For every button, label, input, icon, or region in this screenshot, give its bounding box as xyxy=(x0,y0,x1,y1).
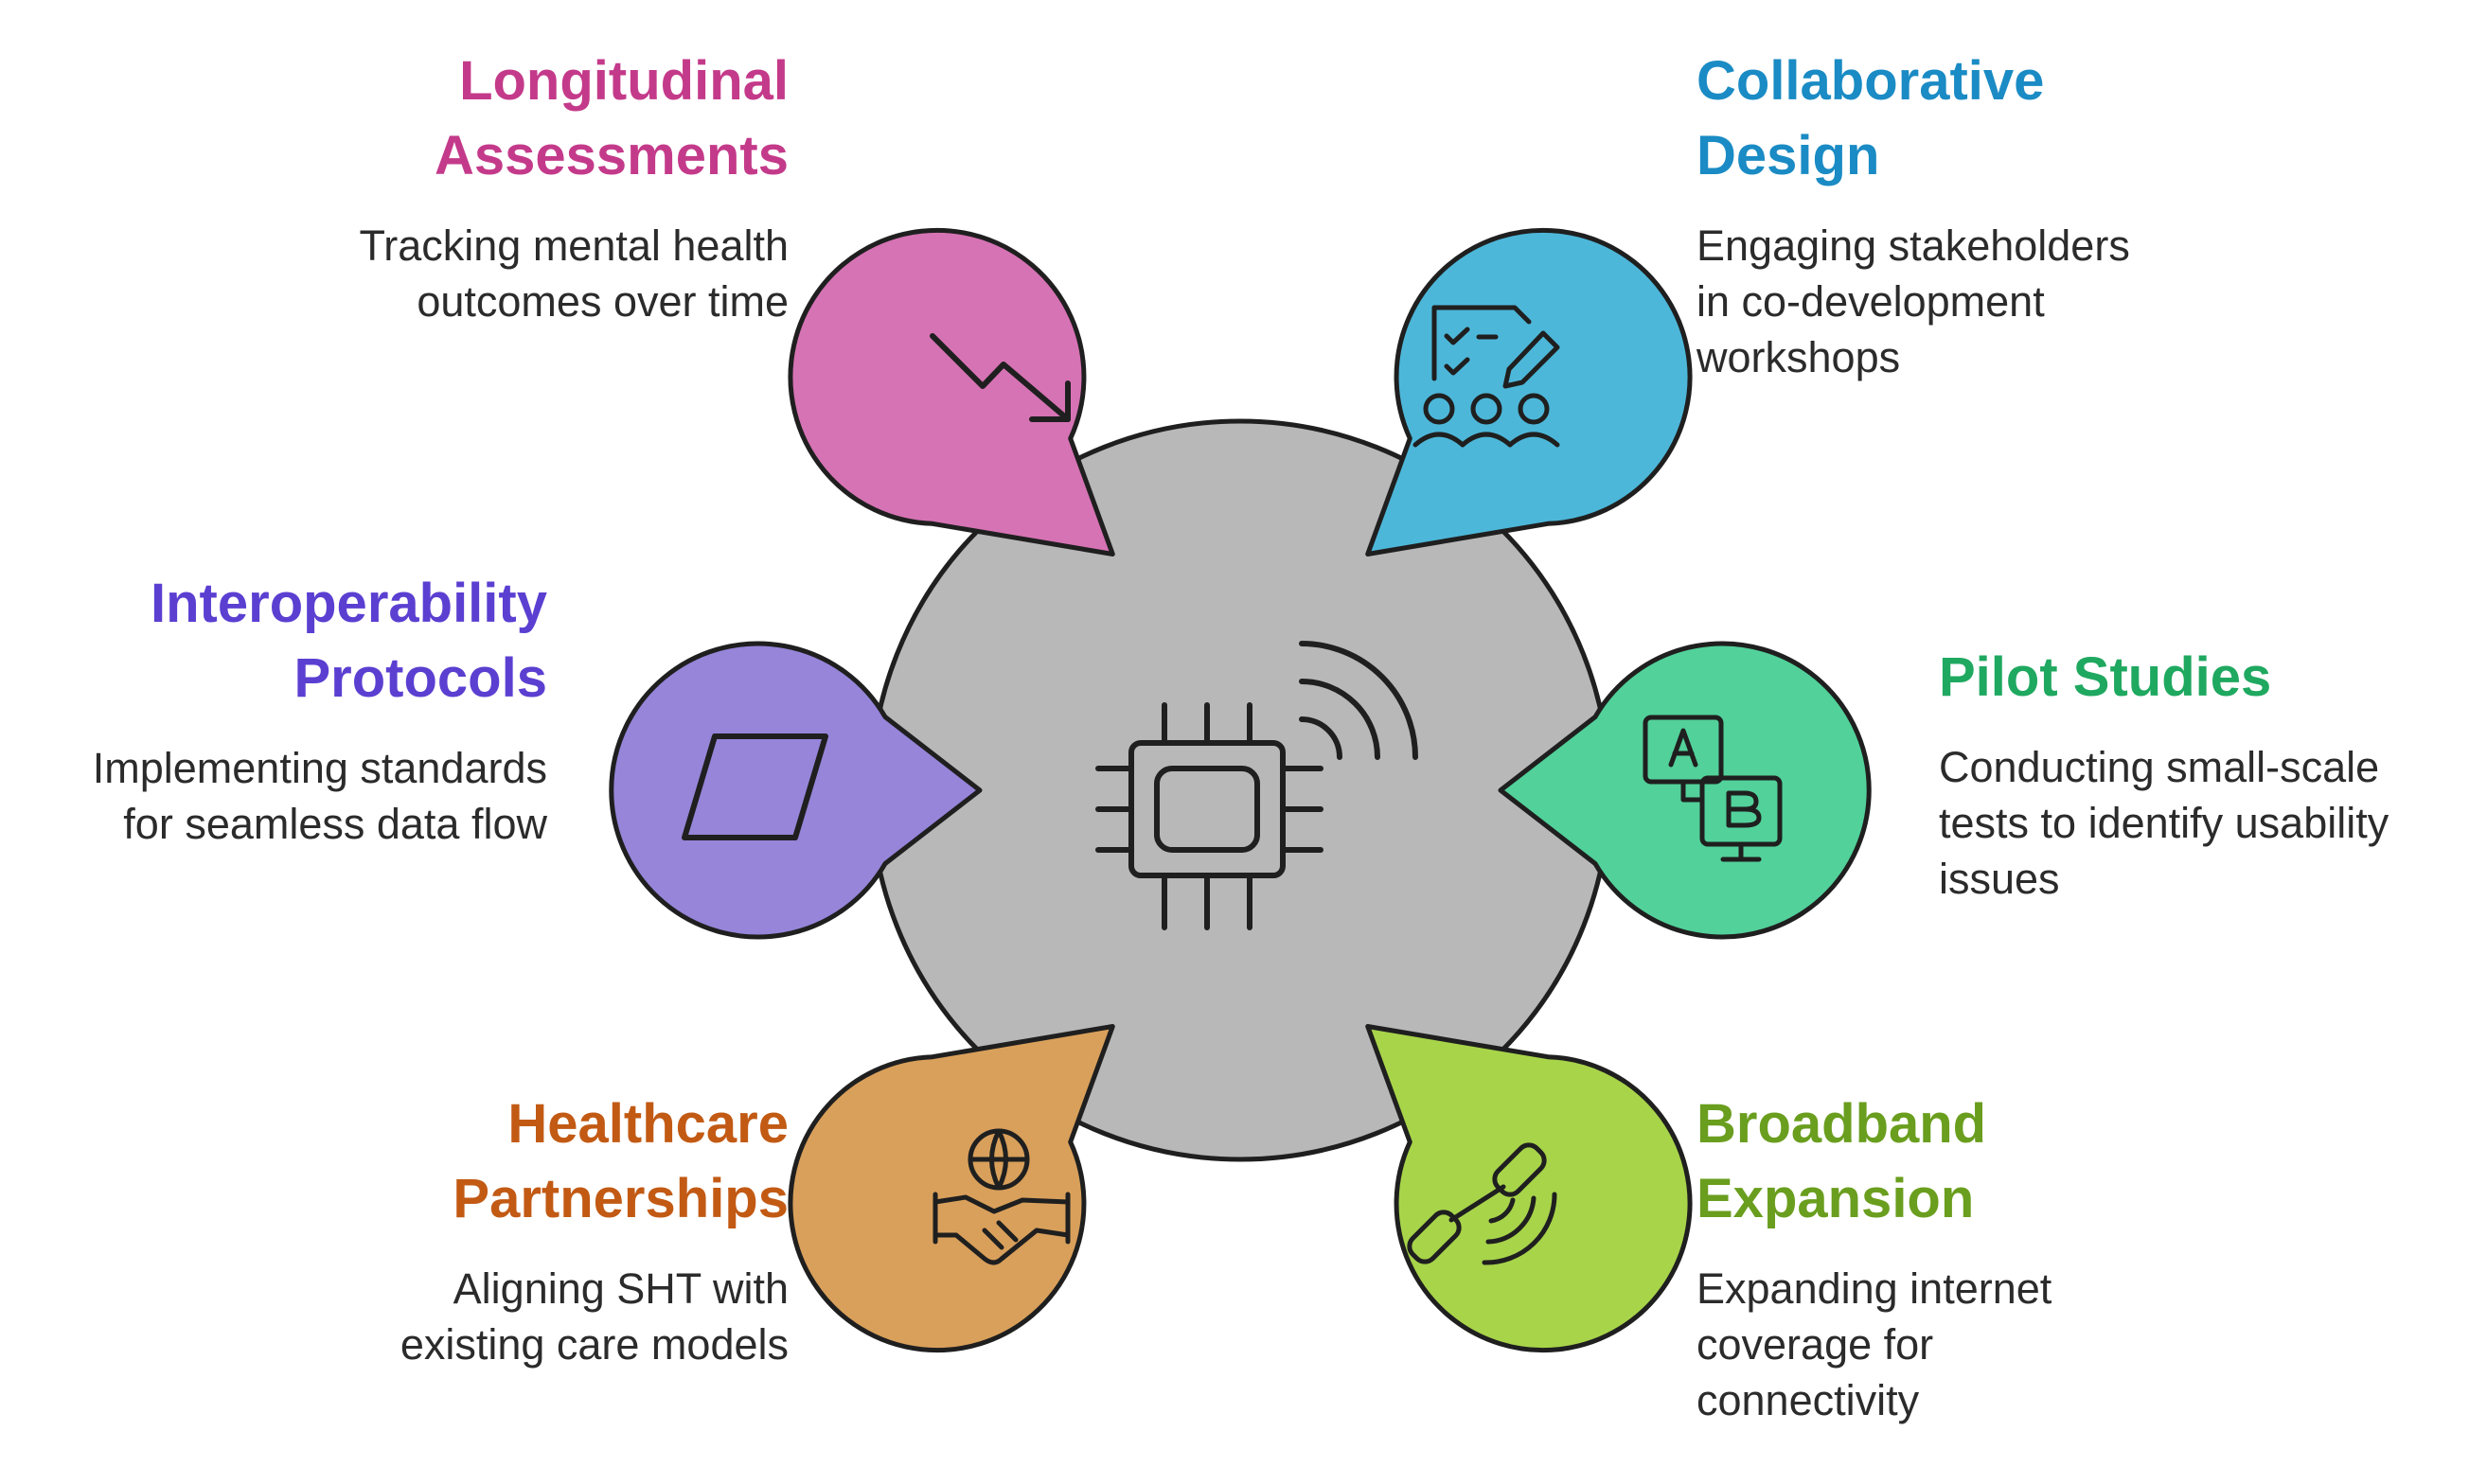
desc-line: Implementing standards xyxy=(92,744,547,792)
title-line: Interoperability xyxy=(151,573,547,634)
petal-interoperability xyxy=(609,641,983,940)
team-checklist-icon xyxy=(1412,305,1560,448)
title-line: Expansion xyxy=(1696,1168,1975,1229)
desc-line: Conducting small-scale xyxy=(1939,743,2380,791)
label-collaborative: Collaborative Design Engaging stakeholde… xyxy=(1696,44,2130,385)
title-line: Assessments xyxy=(435,125,789,186)
title-line: Healthcare xyxy=(507,1093,789,1155)
desc-interoperability: Implementing standards for seamless data… xyxy=(93,740,547,852)
title-interoperability: Interoperability Protocols xyxy=(93,566,547,716)
desc-line: coverage for xyxy=(1696,1320,1934,1369)
title-pilot: Pilot Studies xyxy=(1939,640,2389,715)
title-line: Partnerships xyxy=(453,1168,789,1229)
label-pilot: Pilot Studies Conducting small-scale tes… xyxy=(1939,640,2389,907)
trend-down-icon xyxy=(930,333,1071,422)
title-collaborative: Collaborative Design xyxy=(1696,44,2130,193)
desc-line: Expanding internet xyxy=(1696,1264,2052,1313)
title-line: Design xyxy=(1696,125,1880,186)
title-line: Collaborative xyxy=(1696,50,2045,112)
petal-collaborative xyxy=(1365,227,1693,556)
parallelogram-icon xyxy=(682,733,828,840)
desc-line: in co-development xyxy=(1696,277,2045,326)
petal-healthcare xyxy=(788,1024,1115,1353)
label-broadband: Broadband Expansion Expanding internet c… xyxy=(1696,1086,2052,1428)
petal-broadband xyxy=(1365,1024,1693,1353)
petal-longitudinal xyxy=(788,227,1115,556)
title-line: Longitudinal xyxy=(459,50,789,112)
title-line: Broadband xyxy=(1696,1093,1987,1155)
title-healthcare: Healthcare Partnerships xyxy=(400,1086,789,1236)
ab-test-icon xyxy=(1643,715,1783,862)
handshake-globe-icon xyxy=(933,1128,1071,1265)
desc-line: connectivity xyxy=(1696,1376,1920,1424)
title-longitudinal: Longitudinal Assessments xyxy=(359,44,789,193)
title-line: Protocols xyxy=(293,647,548,709)
desc-line: tests to identify usability xyxy=(1939,799,2389,847)
label-healthcare: Healthcare Partnerships Aligning SHT wit… xyxy=(400,1086,789,1372)
desc-line: Aligning SHT with xyxy=(453,1264,789,1313)
chip-wireless-icon xyxy=(1095,641,1418,930)
label-longitudinal: Longitudinal Assessments Tracking mental… xyxy=(359,44,789,329)
title-line: Pilot Studies xyxy=(1939,646,2272,708)
desc-line: Tracking mental health xyxy=(359,221,789,270)
desc-line: outcomes over time xyxy=(417,277,789,326)
desc-pilot: Conducting small-scale tests to identify… xyxy=(1939,739,2389,907)
desc-longitudinal: Tracking mental health outcomes over tim… xyxy=(359,218,789,329)
desc-line: existing care models xyxy=(400,1320,789,1369)
petal-pilot xyxy=(1498,641,1872,940)
desc-line: issues xyxy=(1939,855,2060,903)
desc-line: Engaging stakeholders xyxy=(1696,221,2130,270)
desc-line: for seamless data flow xyxy=(123,800,547,848)
desc-line: workshops xyxy=(1696,333,1901,381)
desc-collaborative: Engaging stakeholders in co-development … xyxy=(1696,218,2130,385)
desc-broadband: Expanding internet coverage for connecti… xyxy=(1696,1261,2052,1428)
desc-healthcare: Aligning SHT with existing care models xyxy=(400,1261,789,1372)
satellite-signal-icon xyxy=(1407,1142,1557,1265)
label-interoperability: Interoperability Protocols Implementing … xyxy=(93,566,547,852)
title-broadband: Broadband Expansion xyxy=(1696,1086,2052,1236)
